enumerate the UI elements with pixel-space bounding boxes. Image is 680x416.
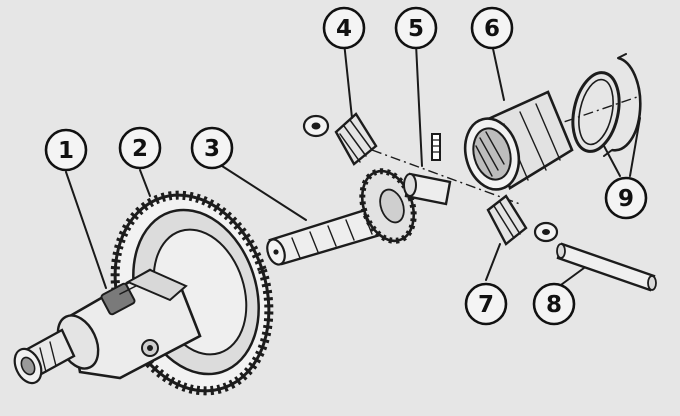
callout-6-label: 6 xyxy=(484,16,500,42)
callout-9: 9 xyxy=(604,176,648,220)
callout-5-label: 5 xyxy=(408,16,424,42)
callout-3: 3 xyxy=(190,126,234,170)
side-gear-housing xyxy=(463,90,574,191)
pinion-gear-lower xyxy=(486,194,559,246)
side-gear-shaft xyxy=(266,168,417,266)
callout-1: 1 xyxy=(44,128,88,172)
axis-line xyxy=(371,149,521,205)
callout-7: 7 xyxy=(464,282,508,326)
callout-4-label: 4 xyxy=(336,16,352,42)
retaining-rings xyxy=(571,53,642,157)
callout-9-label: 9 xyxy=(618,186,634,212)
callout-6: 6 xyxy=(470,6,514,50)
callout-2-label: 2 xyxy=(132,136,148,162)
pinion-shaft-pin xyxy=(403,133,452,206)
differential-case xyxy=(13,268,202,385)
leader-lines xyxy=(65,41,641,291)
callout-4: 4 xyxy=(322,6,366,50)
callout-3-label: 3 xyxy=(204,136,220,162)
pinion-gear-upper xyxy=(302,112,378,166)
pinion-axle xyxy=(556,242,657,292)
callout-8-label: 8 xyxy=(546,292,562,318)
callout-2: 2 xyxy=(118,126,162,170)
callout-5: 5 xyxy=(394,6,438,50)
callout-1-label: 1 xyxy=(58,138,74,164)
callout-8: 8 xyxy=(532,282,576,326)
callout-7-label: 7 xyxy=(478,292,494,318)
